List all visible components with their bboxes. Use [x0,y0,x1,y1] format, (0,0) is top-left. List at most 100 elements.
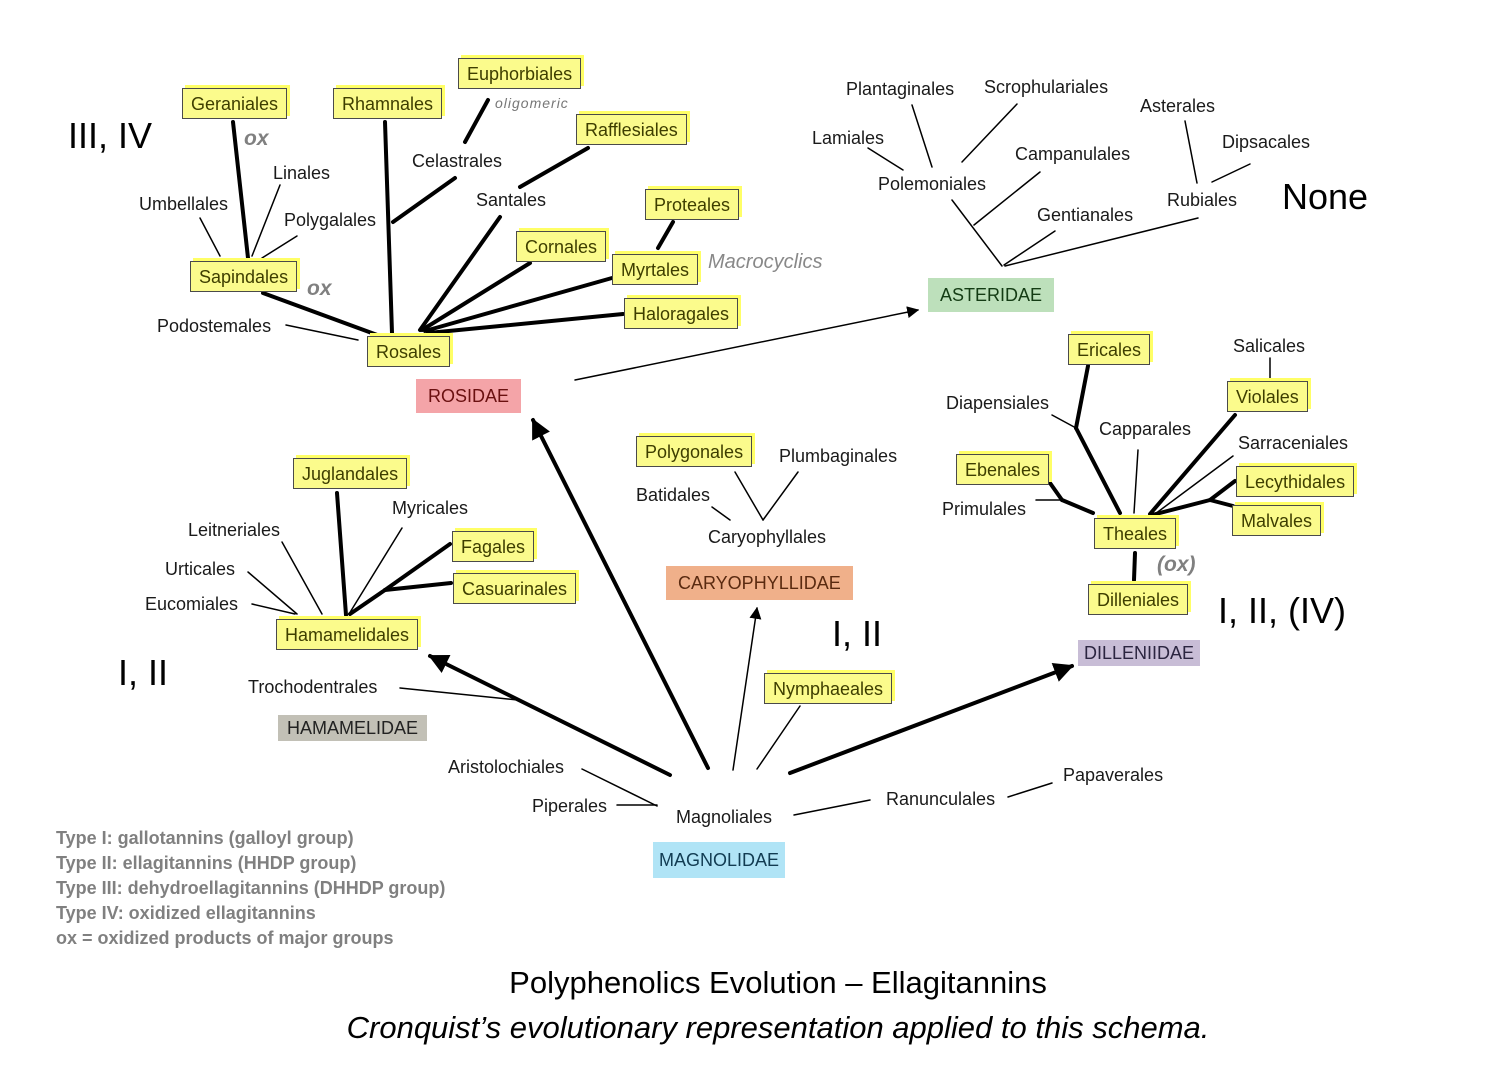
order-malvales[interactable]: Malvales [1232,505,1322,536]
order-polygalales[interactable]: Polygalales [284,210,377,230]
ox-annotation-theales: (ox) [1157,553,1196,576]
edge-theales-ebenales [1060,498,1095,515]
subclass-caryophyllidae[interactable]: CARYOPHYLLIDAE [666,566,853,600]
edge-theales-sarraceniales [1154,455,1234,515]
order-geraniales[interactable]: Geraniales [182,88,288,119]
order-polemoniales[interactable]: Polemoniales [878,174,987,194]
edge-rhamnales-celastrales [391,176,457,224]
ox-annotation-geraniales: ox [244,127,269,150]
edge-polemoniales-lamiales [867,147,904,171]
order-theales[interactable]: Theales [1094,518,1177,549]
macrocyclics-annotation: Macrocyclics [708,251,823,273]
order-piperales[interactable]: Piperales [532,796,608,816]
edge-rosidae-asteridae [574,306,920,381]
oligomeric-annotation: oligomeric [495,95,569,111]
order-casuarinales[interactable]: Casuarinales [453,573,577,604]
order-myricales[interactable]: Myricales [392,498,469,518]
order-haloragales[interactable]: Haloragales [624,298,739,329]
order-rosales[interactable]: Rosales [367,336,451,367]
subclass-rosidae[interactable]: ROSIDAE [416,379,522,413]
order-magnoliales[interactable]: Magnoliales [676,807,773,827]
subclass-magnolidae[interactable]: MAGNOLIDAE [653,842,786,878]
order-salicales[interactable]: Salicales [1233,336,1306,356]
order-plumbaginales[interactable]: Plumbaginales [779,446,898,466]
tannin-type-legend: Type I: gallotannins (galloyl group) Typ… [56,826,445,951]
order-celastrales[interactable]: Celastrales [412,151,503,171]
edge-polemoniales-scrophulariales [961,103,1018,163]
order-leitneriales[interactable]: Leitneriales [188,520,281,540]
order-umbellales[interactable]: Umbellales [139,194,229,214]
legend-item: Type IV: oxidized ellagitannins [56,903,316,923]
edge-magnoliales-caryophyllidae [732,606,762,771]
order-podostemales[interactable]: Podostemales [157,316,272,336]
order-lecythidales[interactable]: Lecythidales [1236,466,1355,497]
edge-magnoliales-ranunculales [793,799,871,816]
order-proteales[interactable]: Proteales [645,189,740,220]
order-cornales[interactable]: Cornales [516,231,607,262]
figure-title: Polyphenolics Evolution – Ellagitannins [509,965,1047,1000]
order-lamiales[interactable]: Lamiales [812,128,885,148]
edge-santales-rafflesiales [518,146,590,189]
order-rafflesiales[interactable]: Rafflesiales [576,114,687,145]
order-violales[interactable]: Violales [1227,381,1308,412]
asteridae-tannin-types: None [1282,176,1369,217]
subclass-dilleniidae[interactable]: DILLENIIDAE [1078,640,1201,666]
order-diapensiales[interactable]: Diapensiales [946,393,1050,413]
order-sarraceniales[interactable]: Sarraceniales [1238,433,1349,453]
order-eucomiales[interactable]: Eucomiales [145,594,239,614]
order-santales[interactable]: Santales [476,190,547,210]
edge-celastrales-euphorbiales [463,98,490,144]
order-gentianales[interactable]: Gentianales [1037,205,1134,225]
order-ericales[interactable]: Ericales [1068,334,1151,365]
order-myrtales[interactable]: Myrtales [612,254,699,285]
edge-hamamelidales-branch [348,588,387,616]
order-capparales[interactable]: Capparales [1099,419,1192,439]
order-linales[interactable]: Linales [273,163,331,183]
edge-caryophyllales-plumbaginales [762,471,799,521]
order-aristolochiales[interactable]: Aristolochiales [448,757,565,777]
order-papaverales[interactable]: Papaverales [1063,765,1164,785]
edge-polemoniales-plantaginales [911,104,933,168]
order-plantaginales[interactable]: Plantaginales [846,79,955,99]
edge-asteridae-polemoniales [951,199,1003,267]
order-ebenales[interactable]: Ebenales [956,454,1050,485]
order-batidales[interactable]: Batidales [636,485,711,505]
order-dipsacales[interactable]: Dipsacales [1222,132,1311,152]
order-ranunculales[interactable]: Ranunculales [886,789,996,809]
order-nymphaeales[interactable]: Nymphaeales [764,673,893,704]
order-rhamnales[interactable]: Rhamnales [333,88,443,119]
order-urticales[interactable]: Urticales [165,559,236,579]
edge-magnoliales-dilleniidae [788,663,1074,775]
order-scrophulariales[interactable]: Scrophulariales [984,77,1109,97]
subclass-asteridae[interactable]: ASTERIDAE [928,278,1055,312]
caryophyllidae-tannin-types: I, II [832,613,883,654]
order-dilleniales[interactable]: Dilleniales [1088,584,1189,615]
order-caryophyllales[interactable]: Caryophyllales [708,527,827,547]
edge-asteridae-rubiales [1004,217,1199,267]
edge-ericales-stem [1074,364,1090,430]
order-euphorbiales[interactable]: Euphorbiales [458,58,582,89]
edge-stem-malvales [1208,498,1235,508]
edge-rosales-haloragales [426,312,625,335]
edge-rosales-santales [418,215,502,332]
order-asterales[interactable]: Asterales [1140,96,1216,116]
edge-stem-lecythidales [1208,479,1237,502]
edge-hamamelidales-urticales [247,571,298,615]
order-polygonales[interactable]: Polygonales [636,436,753,467]
order-trochodentrales[interactable]: Trochodentrales [248,677,378,697]
edge-theales-ericales [1074,426,1122,515]
order-fagales[interactable]: Fagales [452,531,535,562]
legend-item: Type I: gallotannins (galloyl group) [56,828,354,848]
edge-hamamelidales-leitneriales [281,541,323,615]
edge-ranunculales-papaverales [1007,782,1053,798]
subclass-hamamelidae[interactable]: HAMAMELIDAE [278,715,428,741]
order-campanulales[interactable]: Campanulales [1015,144,1131,164]
order-juglandales[interactable]: Juglandales [293,458,408,489]
figure-subtitle: Cronquist’s evolutionary representation … [346,1010,1210,1045]
order-rubiales[interactable]: Rubiales [1167,190,1238,210]
order-primulales[interactable]: Primulales [942,499,1027,519]
order-hamamelidales[interactable]: Hamamelidales [276,619,419,650]
order-sapindales[interactable]: Sapindales [190,261,298,292]
edge-sapindales-linales [251,184,281,257]
